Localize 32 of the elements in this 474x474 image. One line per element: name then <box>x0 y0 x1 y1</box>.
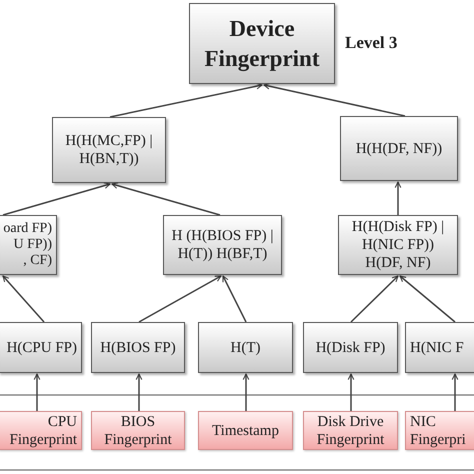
hash-box: H (H(BIOS FP) | H(T)) H(BF,T) <box>163 215 282 275</box>
hash-box: H(CPU FP) <box>0 322 82 373</box>
hash-box: H(H(Disk FP) | H(NIC FP)) H(DF, NF) <box>338 215 458 275</box>
hash-box: H(Disk FP) <box>303 322 398 373</box>
source-box: CPU Fingerprint <box>0 411 82 450</box>
arrow <box>399 275 456 323</box>
arrow <box>263 82 406 117</box>
result-box: Device Fingerprint <box>189 3 335 84</box>
arrow <box>136 373 142 411</box>
arrow <box>348 373 354 411</box>
arrow <box>111 182 220 216</box>
level-label: Level 3 <box>345 33 398 53</box>
arrow <box>452 373 458 411</box>
arrow <box>242 373 250 411</box>
hash-box: H(H(DF, NF)) <box>340 116 458 181</box>
arrow <box>138 275 222 323</box>
arrow <box>222 275 247 322</box>
source-box: BIOS Fingerprint <box>91 411 185 450</box>
arrow <box>110 82 263 118</box>
arrow <box>34 373 40 411</box>
source-box: NIC Fingerpri <box>405 411 474 450</box>
arrow <box>350 275 399 323</box>
hash-box: oard FP) U FP)) , CF) <box>0 215 57 275</box>
hash-box: H(BIOS FP) <box>91 322 185 373</box>
hash-box: H(T) <box>198 322 293 373</box>
source-box: Disk Drive Fingerprint <box>303 411 398 450</box>
arrow <box>2 182 111 216</box>
hash-box: H(NIC F <box>405 322 474 373</box>
source-box: Timestamp <box>198 411 293 450</box>
arrow <box>2 275 45 322</box>
hash-box: H(H(MC,FP) | H(BN,T)) <box>52 117 166 183</box>
arrow <box>394 181 402 215</box>
